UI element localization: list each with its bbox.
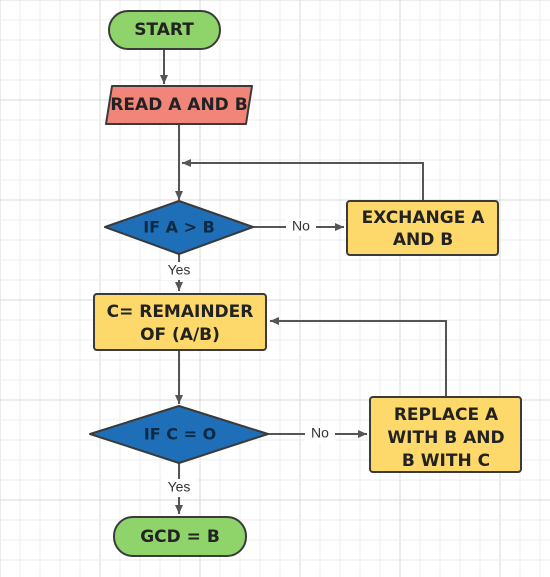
node-remainder-line-1: C= REMAINDER xyxy=(107,302,254,322)
node-exchange-line-1: EXCHANGE A xyxy=(362,208,486,228)
node-if-c-eq-0: IF C = O xyxy=(89,405,269,464)
node-gcd-label: GCD = B xyxy=(140,527,220,547)
node-read-label: READ A AND B xyxy=(110,95,247,115)
edge-exchange-loop-back xyxy=(182,159,424,201)
node-if-a-gt-b: IF A > B xyxy=(104,200,254,255)
node-gcd: GCD = B xyxy=(113,516,247,557)
node-replace-line-2: WITH B AND xyxy=(387,428,504,448)
node-replace: REPLACE A WITH B AND B WITH C xyxy=(369,396,522,473)
node-start-label: START xyxy=(134,20,194,40)
nodes-layer: START READ A AND B IF A > B EXCHANGE A A… xyxy=(89,10,522,557)
node-exchange: EXCHANGE A AND B xyxy=(346,200,499,256)
node-remainder: C= REMAINDER OF (A/B) xyxy=(93,293,267,351)
edge-label-yes-1: Yes xyxy=(168,262,191,278)
node-replace-line-1: REPLACE A xyxy=(394,405,499,425)
edge-label-yes-2: Yes xyxy=(168,479,191,495)
node-if-a-gt-b-label: IF A > B xyxy=(143,218,215,237)
edge-label-no-1: No xyxy=(292,218,310,234)
edge-labels: No Yes No Yes xyxy=(162,218,335,497)
edge-replace-loop-back xyxy=(270,317,447,397)
node-exchange-line-2: AND B xyxy=(393,230,453,250)
node-read-input: READ A AND B xyxy=(105,85,253,125)
node-remainder-line-2: OF (A/B) xyxy=(140,325,220,345)
node-if-c-eq-0-label: IF C = O xyxy=(144,425,216,444)
node-replace-line-3: B WITH C xyxy=(402,451,490,471)
node-start: START xyxy=(108,10,221,50)
edge-label-no-2: No xyxy=(311,425,329,441)
